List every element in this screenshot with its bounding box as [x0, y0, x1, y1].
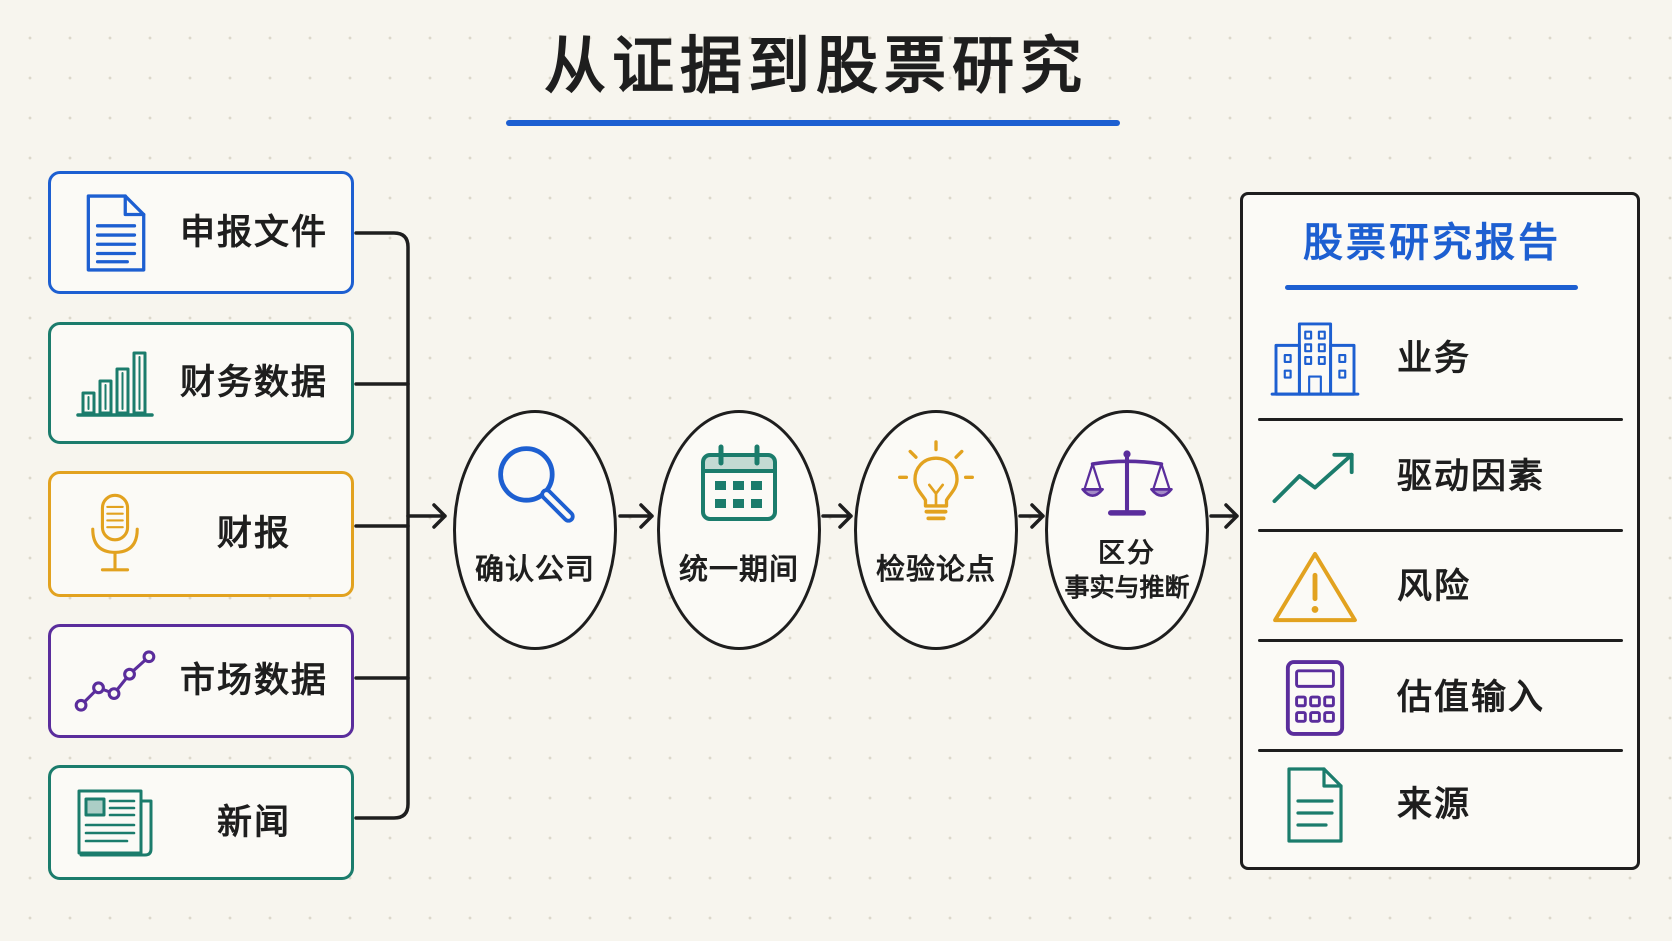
step-label: 确认公司	[456, 549, 614, 589]
source-label: 申报文件	[179, 212, 328, 253]
source-box-earnings: 财报	[48, 471, 354, 597]
report-item-valuation-inputs: 估值输入	[1243, 648, 1637, 748]
arrow-sources-to-step-1	[406, 503, 447, 529]
step-separate-facts-inference: 区分 事实与推断	[1045, 410, 1209, 650]
arrow-step-4-to-report	[1209, 503, 1239, 529]
source-label: 财报	[216, 514, 291, 554]
source-box-market-data: 市场数据	[48, 624, 354, 738]
report-item-risks: 风险	[1243, 537, 1637, 637]
step-align-periods: 统一期间	[657, 410, 821, 650]
magnifier-icon	[456, 437, 614, 529]
source-box-news: 新闻	[48, 765, 354, 880]
report-divider	[1258, 529, 1623, 532]
building-icon	[1267, 314, 1363, 404]
source-label: 财务数据	[179, 363, 328, 403]
report-divider	[1258, 749, 1623, 752]
step-label: 检验论点	[857, 549, 1015, 589]
step-label-line: 区分	[1098, 538, 1156, 569]
bar-chart-icon	[73, 340, 157, 426]
report-item-label: 来源	[1397, 785, 1472, 825]
report-title: 股票研究报告	[1303, 220, 1561, 266]
scales-icon	[1048, 437, 1206, 529]
microphone-icon	[73, 491, 157, 577]
step-label-line: 确认公司	[474, 552, 595, 586]
arrow-step-3-to-step-4	[1018, 503, 1045, 529]
calendar-icon	[660, 437, 818, 529]
step-label: 区分 事实与推断	[1048, 537, 1206, 605]
report-item-label: 驱动因素	[1397, 457, 1546, 497]
step-label-line: 事实与推断	[1064, 573, 1190, 602]
step-test-thesis: 检验论点	[854, 410, 1018, 650]
report-item-drivers: 驱动因素	[1243, 427, 1637, 527]
trend-up-icon	[1267, 432, 1363, 522]
report-item-label: 估值输入	[1397, 678, 1546, 718]
document-icon	[73, 190, 157, 276]
calculator-icon	[1267, 653, 1363, 743]
report-panel: 股票研究报告	[1240, 192, 1640, 870]
step-label-line: 统一期间	[678, 552, 799, 586]
arrow-step-2-to-step-3	[821, 503, 853, 529]
report-divider	[1258, 639, 1623, 642]
line-chart-icon	[73, 638, 157, 724]
document-icon	[1267, 760, 1363, 850]
title-underline	[506, 120, 1120, 126]
step-identify-company: 确认公司	[453, 410, 617, 650]
newspaper-icon	[73, 780, 157, 866]
source-label: 新闻	[216, 802, 291, 843]
step-label-line: 检验论点	[875, 552, 996, 586]
page-title: 从证据到股票研究	[543, 29, 1088, 102]
source-box-filings: 申报文件	[48, 171, 354, 294]
step-label: 统一期间	[660, 549, 818, 589]
report-divider	[1258, 418, 1623, 421]
report-item-business: 业务	[1243, 309, 1637, 409]
source-box-financial-data: 财务数据	[48, 322, 354, 444]
warning-icon	[1267, 542, 1363, 632]
arrow-step-1-to-step-2	[618, 503, 654, 529]
lightbulb-icon	[857, 437, 1015, 529]
report-item-sources: 来源	[1243, 755, 1637, 855]
source-label: 市场数据	[179, 661, 328, 701]
report-title-underline	[1285, 285, 1578, 290]
report-item-label: 风险	[1397, 567, 1472, 607]
report-item-label: 业务	[1397, 339, 1472, 379]
